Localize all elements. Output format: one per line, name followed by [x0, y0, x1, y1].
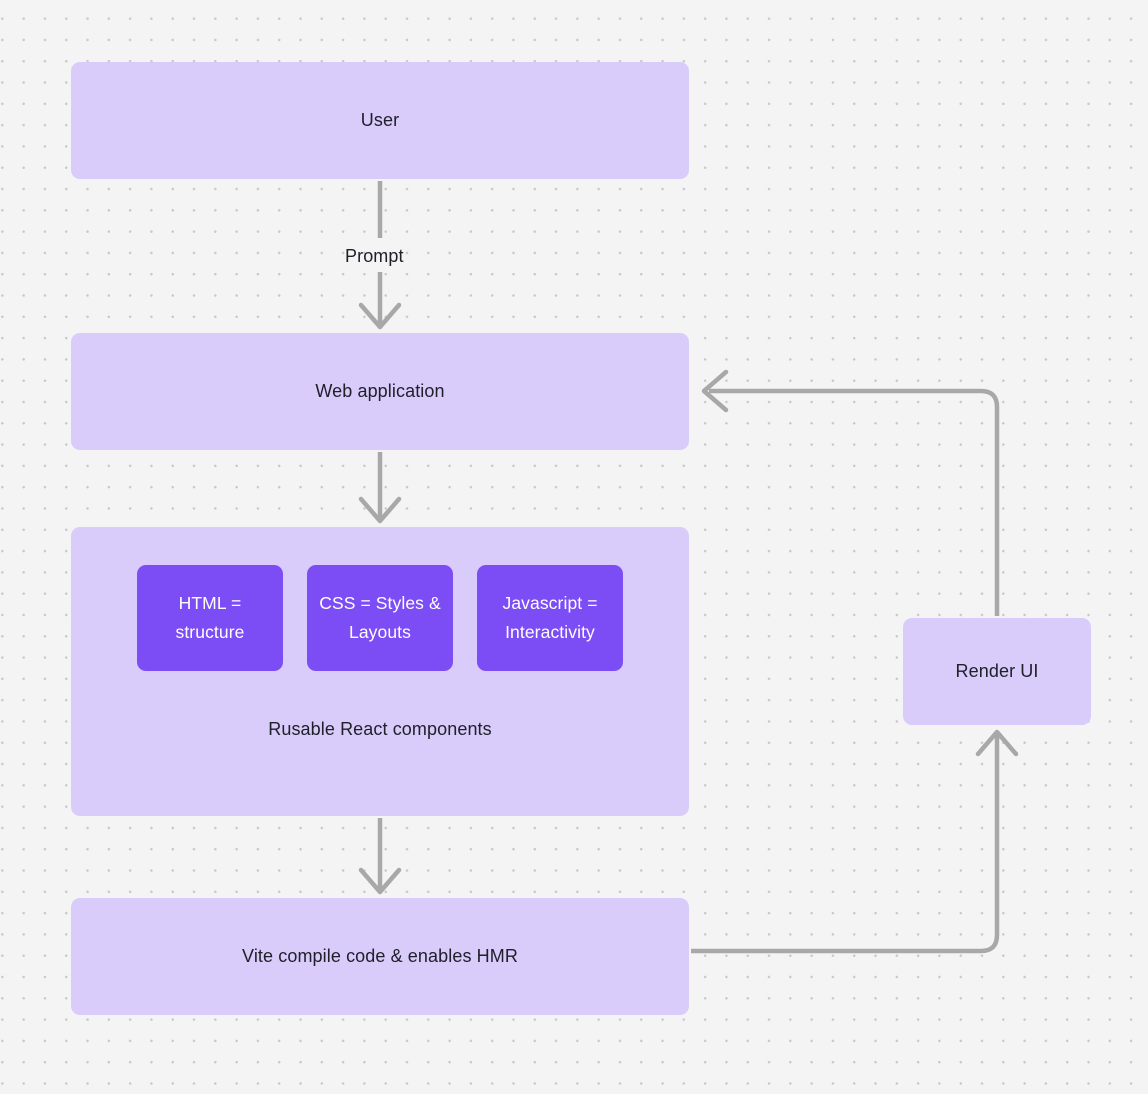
edge-webapp-to-components-arrowhead [358, 496, 402, 524]
chip-javascript[interactable]: Javascript = Interactivity [477, 565, 623, 671]
chip-row: HTML = structure CSS = Styles & Layouts … [137, 565, 623, 671]
node-render-ui[interactable]: Render UI [903, 618, 1091, 725]
edge-components-to-vite-arrowhead [358, 867, 402, 895]
chip-css-label: CSS = Styles & Layouts [319, 593, 441, 642]
edge-render-to-webapp [709, 388, 1000, 616]
chip-html-label: HTML = structure [175, 593, 245, 642]
node-web-application-label: Web application [315, 381, 445, 402]
node-render-ui-label: Render UI [955, 661, 1039, 682]
node-web-application[interactable]: Web application [71, 333, 689, 450]
node-react-components-caption: Rusable React components [268, 719, 492, 739]
edge-label-prompt: Prompt [345, 246, 404, 266]
chip-javascript-label: Javascript = Interactivity [502, 593, 598, 642]
edge-vite-to-render-arrowhead [975, 729, 1019, 757]
node-vite[interactable]: Vite compile code & enables HMR [71, 898, 689, 1015]
node-react-components[interactable]: HTML = structure CSS = Styles & Layouts … [71, 527, 689, 816]
chip-css[interactable]: CSS = Styles & Layouts [307, 565, 453, 671]
edge-render-to-webapp-arrowhead [701, 369, 729, 413]
edge-user-to-webapp-arrowhead [358, 302, 402, 330]
edge-vite-to-render [691, 735, 1000, 954]
node-user-label: User [360, 110, 400, 131]
node-vite-label: Vite compile code & enables HMR [242, 946, 518, 967]
node-user[interactable]: User [71, 62, 689, 179]
chip-html[interactable]: HTML = structure [137, 565, 283, 671]
